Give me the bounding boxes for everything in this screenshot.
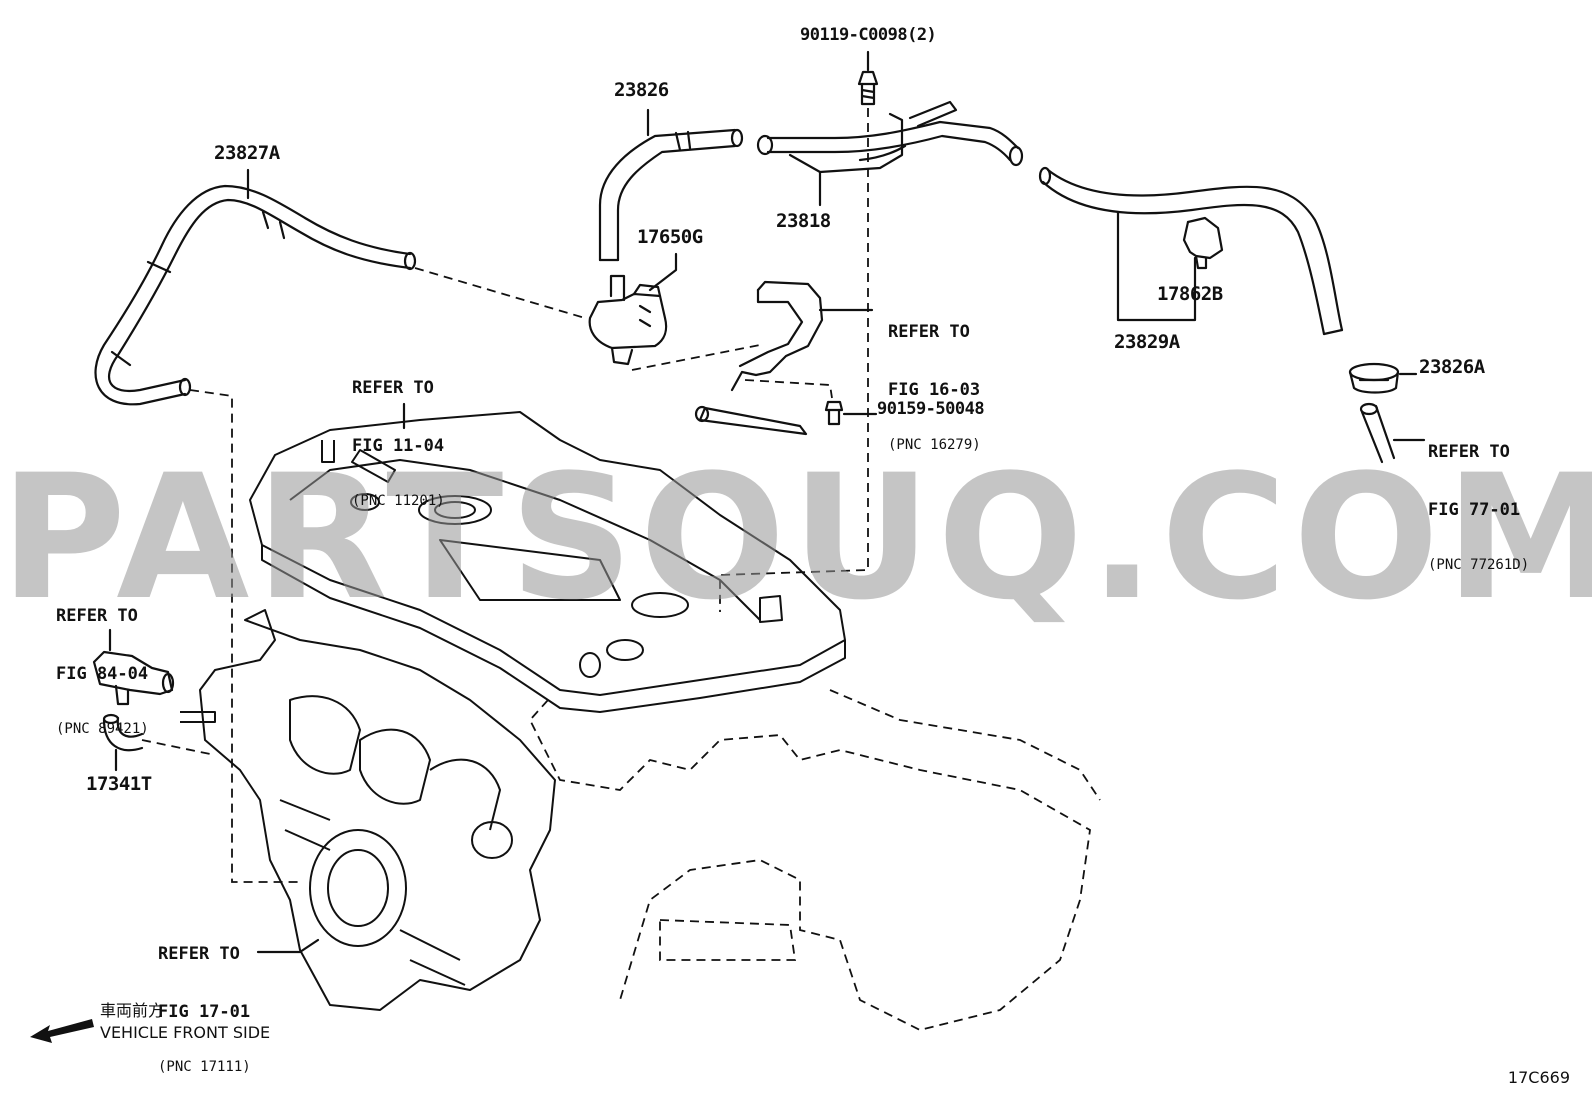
front-arrow-icon — [30, 1019, 94, 1043]
hose-17341T[interactable] — [102, 713, 144, 752]
figure-id: 17C669 — [1507, 1068, 1570, 1087]
ref-fig-84-04[interactable]: REFER TO FIG 84-04 (PNC 89421) — [56, 568, 149, 757]
clamp-17862B[interactable] — [1182, 216, 1224, 270]
label-17341T[interactable]: 17341T — [86, 773, 152, 795]
label-23829A[interactable]: 23829A — [1114, 331, 1180, 353]
leader-23829A — [1116, 210, 1197, 322]
ref-fig-17-01[interactable]: REFER TO FIG 17-01 (PNC 17111) — [158, 906, 251, 1095]
bracket-16-03 — [694, 280, 824, 436]
dash-23827A-to-manifold — [189, 389, 300, 883]
ref-fig-84-04-line2: FIG 84-04 — [56, 663, 149, 684]
ref-fig-16-03[interactable]: REFER TO FIG 16-03 (PNC 16279) — [888, 284, 981, 473]
label-23827A[interactable]: 23827A — [214, 142, 280, 164]
ref-fig-17-01-line1: REFER TO — [158, 943, 240, 964]
dash-bolt-to-head — [719, 108, 869, 612]
label-23826A[interactable]: 23826A — [1419, 356, 1485, 378]
label-90159[interactable]: 90159-50048 — [877, 399, 985, 419]
dash-engine-block-2 — [829, 689, 1101, 801]
hose-23829A[interactable] — [1038, 166, 1344, 336]
sensor-84-04 — [92, 650, 175, 706]
valve-17650G[interactable] — [588, 274, 668, 366]
ref-fig-11-04[interactable]: REFER TO FIG 11-04 (PNC 11201) — [352, 340, 445, 529]
dash-23827A-to-valve — [414, 267, 586, 319]
ref-fig-84-04-line1: REFER TO — [56, 605, 138, 626]
ref-fig-16-03-line2: FIG 16-03 — [888, 379, 981, 400]
clip-23826A[interactable] — [1348, 362, 1400, 394]
dash-valve-to-bracket — [631, 344, 761, 371]
dash-engine-block-3 — [659, 919, 797, 961]
label-90119[interactable]: 90119-C0098(2) — [800, 25, 937, 45]
ref-fig-77-01[interactable]: REFER TO FIG 77-01 (PNC 77261D) — [1428, 404, 1529, 593]
ref-fig-17-01-line2: FIG 17-01 — [158, 1001, 251, 1022]
dash-17341T-to-manifold — [141, 739, 216, 756]
pipe-23818[interactable] — [756, 100, 1024, 174]
vehicle-front-side: 車両前方 VEHICLE FRONT SIDE — [100, 1000, 270, 1043]
bolt-90119[interactable] — [857, 70, 879, 106]
ref-fig-77-01-line2: FIG 77-01 — [1428, 499, 1521, 520]
intake-manifold — [180, 609, 556, 1011]
label-17650G[interactable]: 17650G — [637, 226, 703, 248]
ref-fig-11-04-line2: FIG 11-04 — [352, 435, 445, 456]
leader-fig1701 — [256, 938, 320, 954]
leader-17650G — [648, 252, 678, 292]
front-side-en: VEHICLE FRONT SIDE — [100, 1022, 271, 1042]
ref-fig-17-01-pnc: (PNC 17111) — [158, 1059, 251, 1076]
front-side-jp: 車両前方 — [100, 1001, 165, 1020]
ref-fig-84-04-pnc: (PNC 89421) — [56, 721, 149, 738]
ref-fig-77-01-line1: REFER TO — [1428, 441, 1510, 462]
ref-fig-11-04-pnc: (PNC 11201) — [352, 493, 445, 510]
ref-fig-11-04-line1: REFER TO — [352, 377, 434, 398]
label-23818[interactable]: 23818 — [776, 210, 831, 232]
hose-23826[interactable] — [598, 128, 744, 262]
label-17862B[interactable]: 17862B — [1157, 283, 1223, 305]
ref-fig-77-01-pnc: (PNC 77261D) — [1428, 557, 1530, 574]
dash-engine-block — [528, 699, 1091, 1031]
hose-77-01 — [1359, 402, 1396, 464]
hose-23827A[interactable] — [94, 184, 417, 406]
dash-bracket-to-bolt — [744, 379, 833, 399]
label-23826[interactable]: 23826 — [614, 79, 669, 101]
ref-fig-16-03-pnc: (PNC 16279) — [888, 437, 981, 454]
bolt-90159[interactable] — [824, 400, 844, 426]
ref-fig-16-03-line1: REFER TO — [888, 321, 970, 342]
cylinder-head-cover — [249, 411, 846, 713]
